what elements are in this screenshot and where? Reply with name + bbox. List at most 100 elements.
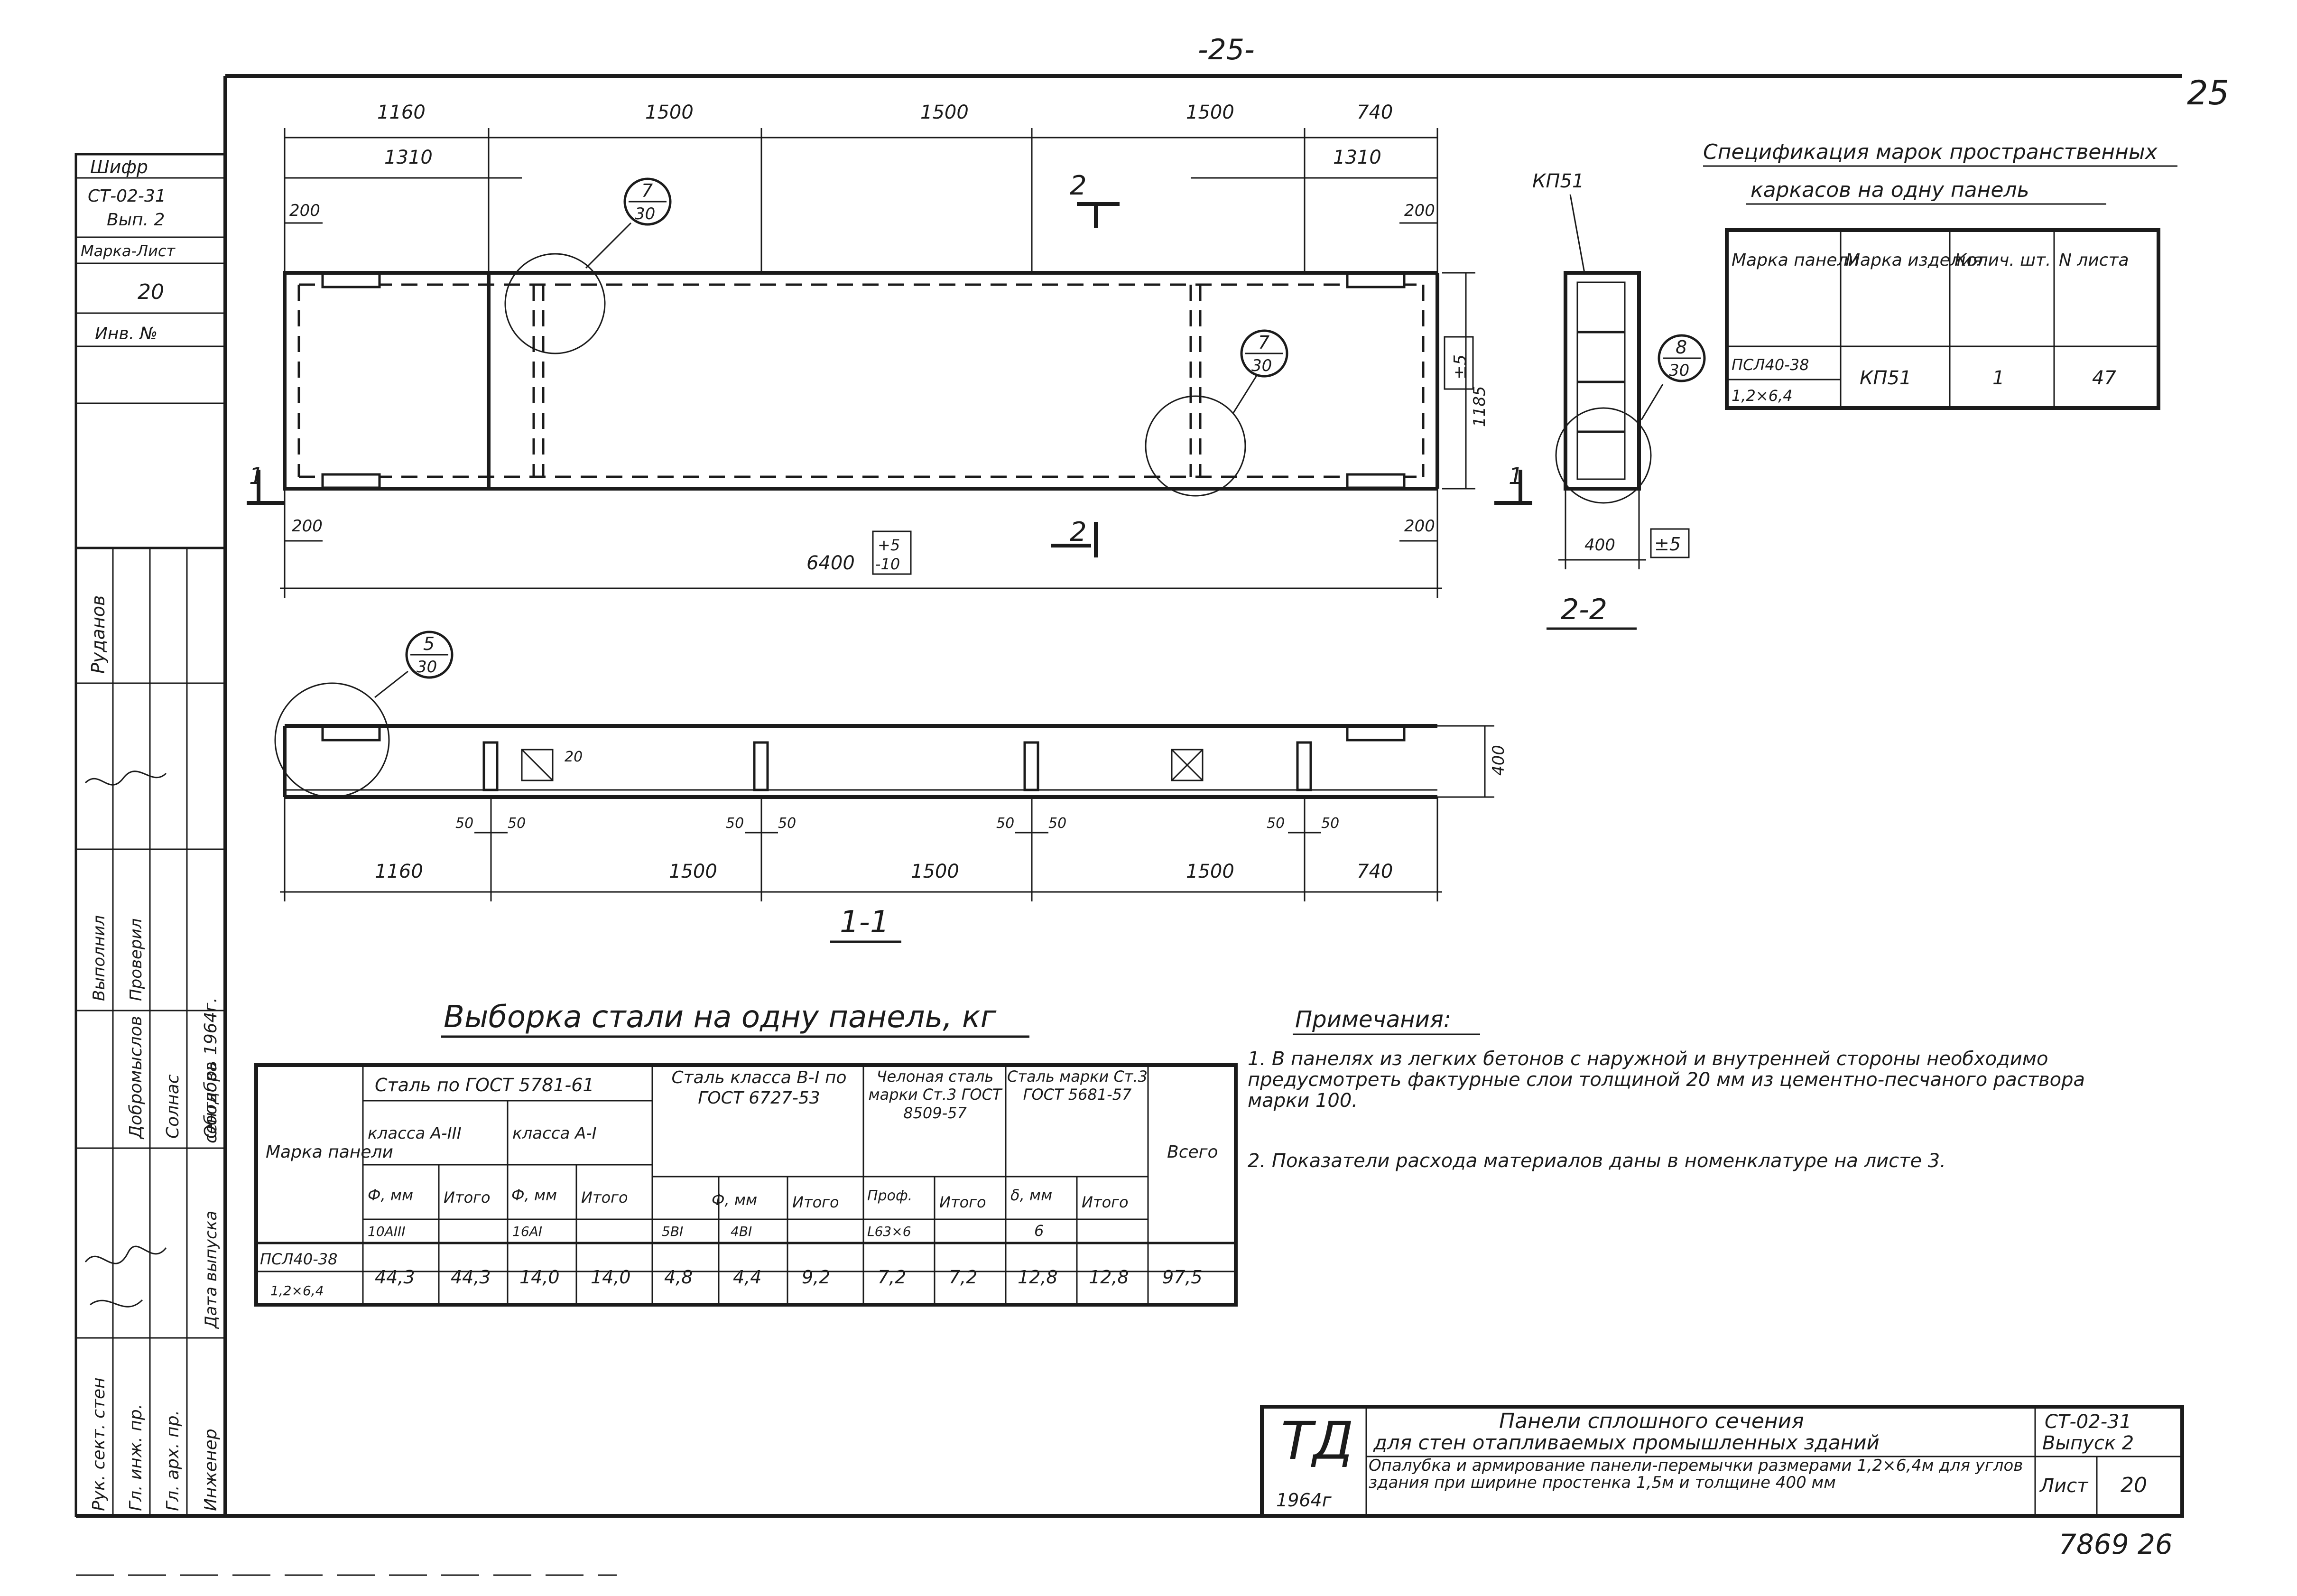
callout-plan-1-num: 7 xyxy=(641,180,653,201)
plan-height-tol: ±5 xyxy=(1451,354,1470,380)
plan-subdim-right: 1310 xyxy=(1333,147,1381,168)
signer-3-name: Солнас xyxy=(163,1074,183,1139)
title-description: Опалубка и армирование панели-перемычки … xyxy=(1369,1457,2023,1492)
section-11-dim-2: 1500 xyxy=(669,861,717,882)
stamp-inventory-label: Инв. № xyxy=(95,324,157,343)
steel-val-11: 12,8 xyxy=(1089,1267,1129,1288)
date-label: Дата выпуска xyxy=(202,1211,221,1329)
section-11-dim-1: 1160 xyxy=(375,861,423,882)
section-22-width-tol: ±5 xyxy=(1654,534,1681,555)
offset-dim-5: 50 xyxy=(996,815,1014,832)
steel-group1-sub2: класса А-I xyxy=(512,1124,597,1143)
spec-title-line1: Спецификация марок пространственных xyxy=(1703,140,2158,164)
section-22-mark: КП51 xyxy=(1532,170,1584,192)
title-block: ТД 1964г Панели сплошного сечения для ст… xyxy=(1260,1405,2184,1518)
stamp-cipher: СТ-02-31 xyxy=(88,186,166,206)
spec-title-line2: каркасов на одну панель xyxy=(1751,178,2029,202)
signer-1-role: Рук. сект. стен xyxy=(89,1377,109,1511)
spec-header-panel: Марка панели xyxy=(1732,251,1859,270)
plan-dim-4: 1500 xyxy=(1186,102,1234,123)
left-stamp: Шифр СТ-02-31 Вып. 2 Марка-Лист 20 Инв. … xyxy=(74,153,227,549)
callout-plan-2-num: 7 xyxy=(1258,332,1269,353)
section-11-title: 1-1 xyxy=(840,905,889,940)
notes: Примечания: 1. В панелях из легких бетон… xyxy=(1248,1006,2085,1171)
plan-length-tol-minus: -10 xyxy=(875,555,900,573)
steel-size-1: 10АIII xyxy=(368,1224,406,1239)
steel-row-panel: ПСЛ40-38 xyxy=(260,1250,337,1268)
corner-mark: 25 xyxy=(2187,74,2229,112)
callout-plan-2-sheet: 30 xyxy=(1251,356,1272,375)
signer-4-name: Ободова xyxy=(201,1061,221,1139)
steel-h-itogo-5: Итого xyxy=(1082,1193,1129,1211)
plan-edge-dim-br: 200 xyxy=(1404,517,1435,536)
drawn-label: Выполнил xyxy=(90,915,109,1001)
stamp-issue: Вып. 2 xyxy=(107,210,165,230)
plan-cut-1-left: 1 xyxy=(249,463,264,490)
section-11-gap-dim: 20 xyxy=(565,749,583,765)
steel-group1: Сталь по ГОСТ 5781-61 xyxy=(375,1075,594,1095)
verified-label: Проверил xyxy=(127,919,146,1001)
steel-size-3: 5ВI xyxy=(662,1224,683,1239)
steel-val-9: 7,2 xyxy=(949,1267,977,1288)
section-11-dim-3: 1500 xyxy=(911,861,959,882)
offset-dim-1: 50 xyxy=(455,815,473,832)
title-logo: ТД xyxy=(1281,1410,1353,1471)
steel-col-total: Всего xyxy=(1167,1142,1218,1162)
steel-h-phi-3: Ф, мм xyxy=(712,1191,757,1209)
offset-dim-6: 50 xyxy=(1048,815,1066,832)
steel-table: Выборка стали на одну панель, кг Марка п… xyxy=(254,1000,1238,1307)
steel-group3: Челоная сталь марки Ст.3 ГОСТ 8509-57 xyxy=(868,1067,1002,1122)
plan-cut-2-top: 2 xyxy=(1070,170,1087,201)
plan-height-dim: 1185 xyxy=(1470,386,1489,427)
stamp-mark-sheet: 20 xyxy=(138,280,164,304)
spec-row-panel: ПСЛ40-38 xyxy=(1732,356,1809,374)
steel-size-2: 16АI xyxy=(512,1224,542,1239)
section-22-callout-sheet: 30 xyxy=(1669,361,1689,380)
offset-dim-7: 50 xyxy=(1267,815,1285,832)
steel-val-4: 14,0 xyxy=(591,1267,631,1288)
section-22-callout-num: 8 xyxy=(1676,337,1687,358)
section-11-height: 400 xyxy=(1489,745,1508,776)
signature-scribble-1 xyxy=(84,1245,167,1308)
panel-plan-view: 1160 1500 1500 1500 740 1310 1310 200 20… xyxy=(247,102,1532,598)
spec-row-sheet: 47 xyxy=(2092,367,2116,389)
plan-dim-5: 740 xyxy=(1357,102,1393,123)
steel-val-3: 14,0 xyxy=(519,1267,560,1288)
steel-h-itogo-3: Итого xyxy=(792,1193,839,1211)
callout-plan-1-sheet: 30 xyxy=(635,204,655,223)
offset-dim-4: 50 xyxy=(778,815,796,832)
section-11-dim-4: 1500 xyxy=(1186,861,1234,882)
plan-dim-1: 1160 xyxy=(377,102,426,123)
section-22-width: 400 xyxy=(1584,536,1615,555)
signature-block: Рук. сект. стен Гл. инж. пр. Гл. арх. пр… xyxy=(74,547,227,1517)
steel-group1-sub1: класса А-III xyxy=(368,1124,462,1143)
spec-row-size: 1,2×6,4 xyxy=(1732,387,1793,405)
section-2-2: КП51 8 30 400 ±5 2-2 xyxy=(1532,170,1706,630)
steel-h-itogo-1: Итого xyxy=(444,1188,491,1206)
signer-2-name: Добромыслов xyxy=(126,1016,146,1140)
spec-header-item: Марка изделия xyxy=(1845,251,1982,270)
steel-h-phi-1: Ф, мм xyxy=(368,1186,413,1204)
section-11-dim-5: 740 xyxy=(1357,861,1393,882)
offset-dim-3: 50 xyxy=(726,815,744,832)
section-11-callout-num: 5 xyxy=(423,633,435,654)
stamp-mark-sheet-label: Марка-Лист xyxy=(81,242,176,260)
signer-2-role: Гл. инж. пр. xyxy=(126,1404,146,1511)
plan-cut-2-bottom: 2 xyxy=(1070,517,1087,547)
plan-dim-3: 1500 xyxy=(920,102,969,123)
plan-edge-dim-tl: 200 xyxy=(289,201,320,220)
section-22-title: 2-2 xyxy=(1561,593,1607,626)
spec-header-qty: Колич. шт. xyxy=(1954,251,2051,270)
steel-val-8: 7,2 xyxy=(878,1267,906,1288)
steel-val-10: 12,8 xyxy=(1018,1267,1058,1288)
steel-group4: Сталь марки Ст.3 ГОСТ 5681-57 xyxy=(1007,1067,1148,1104)
spec-row-qty: 1 xyxy=(1992,367,2004,389)
signer-1-name: Руданов xyxy=(88,595,109,674)
plan-length-tol-plus: +5 xyxy=(878,536,900,554)
notes-title: Примечания: xyxy=(1295,1006,1451,1033)
steel-val-1: 44,3 xyxy=(375,1267,415,1288)
sheet-frame xyxy=(76,74,2182,1576)
plan-subdim-left: 1310 xyxy=(384,147,433,168)
steel-val-5: 4,8 xyxy=(664,1267,693,1288)
